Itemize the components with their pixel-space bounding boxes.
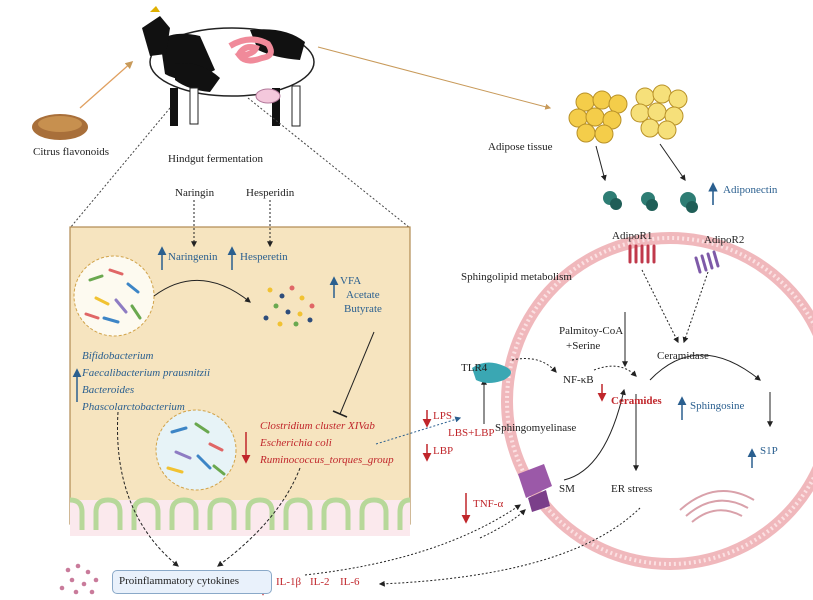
adipose-tissue-label: Adipose tissue — [488, 141, 553, 153]
hesperetin-label: Hesperetin — [240, 251, 288, 263]
adipor2-label: AdipoR2 — [704, 234, 745, 246]
tlr4-label: TLR4 — [461, 362, 488, 374]
bacteria-decreased-2: Escherichia coli — [260, 437, 332, 449]
vfa-label: VFA — [340, 275, 362, 287]
sphingomyelinase-label: Sphingomyelinase — [495, 422, 577, 434]
lbs-lbp-label: LBS+LBP — [448, 427, 495, 439]
bacteria-decreased-1: Clostridium cluster XIVab — [260, 420, 375, 432]
palmitoy-coa-label: Palmitoy-CoA — [559, 325, 624, 337]
naringenin-label: Naringenin — [168, 251, 218, 263]
tlr4-receptor-icon — [472, 362, 511, 383]
cow-to-adipose-arrow — [317, 46, 552, 110]
adipor1-label: AdipoR1 — [612, 230, 653, 242]
lbp-label: LBP — [433, 445, 454, 457]
bacteria-increased-2: Faecalibacterium prausnitzii — [82, 367, 211, 379]
sphingomyelinase-icon — [518, 464, 552, 512]
acetate-label: Acetate — [346, 289, 380, 301]
bacteria-decreased-3: Ruminococcus_torques_group — [260, 454, 394, 466]
adiponectin-label: Adiponectin — [723, 184, 778, 196]
sm-label: SM — [559, 483, 575, 495]
er-icon — [679, 490, 755, 523]
lps-label: LPS — [433, 410, 452, 422]
tnf-alpha-label: TNF-α — [473, 498, 504, 510]
nfkb-label: NF-κB — [563, 374, 594, 386]
il6-label: IL-6 — [340, 576, 360, 588]
citrus-flavonoids-label: Citrus flavonoids — [33, 146, 110, 158]
sphingosine-label: Sphingosine — [690, 400, 745, 412]
adipor1-receptor-icon — [628, 244, 656, 264]
s1p-label: S1P — [760, 445, 778, 457]
hesperidin-label: Hesperidin — [246, 187, 295, 199]
bacteria-increased-1: Bifidobacterium — [82, 350, 154, 362]
adipor2-receptor-icon — [694, 250, 720, 274]
sphingolipid-metabolism-label: Sphingolipid metabolism — [461, 271, 572, 283]
microbiota-circle-top — [73, 255, 155, 337]
adipose-cluster-right — [630, 84, 688, 140]
proinflammatory-cytokines-box — [112, 570, 272, 594]
proinflammatory-cytokines-label: Proinflammatory cytokines — [119, 575, 240, 587]
bacteria-increased-3: Bacteroides — [82, 384, 135, 396]
butyrate-label: Butyrate — [344, 303, 382, 315]
ceramidase-label: Ceramidase — [657, 350, 709, 362]
hindgut-fermentation-label: Hindgut fermentation — [168, 153, 264, 165]
il1b-label: IL-1β — [276, 576, 302, 588]
naringin-label: Naringin — [175, 187, 215, 199]
cytokine-particles — [59, 563, 99, 595]
bacteria-increased-4: Phascolarctobacterium — [82, 401, 185, 413]
scfa-particles — [263, 285, 315, 327]
adiponectin-icon — [603, 191, 698, 213]
citrus-to-cow-arrow — [79, 60, 134, 109]
cow-illustration — [142, 6, 315, 127]
intestinal-villi — [69, 497, 411, 530]
adipose-cluster-left — [568, 90, 628, 144]
microbiota-circle-bottom — [155, 409, 237, 491]
serine-label: +Serine — [566, 340, 601, 352]
il2-label: IL-2 — [310, 576, 330, 588]
ceramides-label: Ceramides — [611, 395, 662, 407]
er-stress-label: ER stress — [611, 483, 653, 495]
